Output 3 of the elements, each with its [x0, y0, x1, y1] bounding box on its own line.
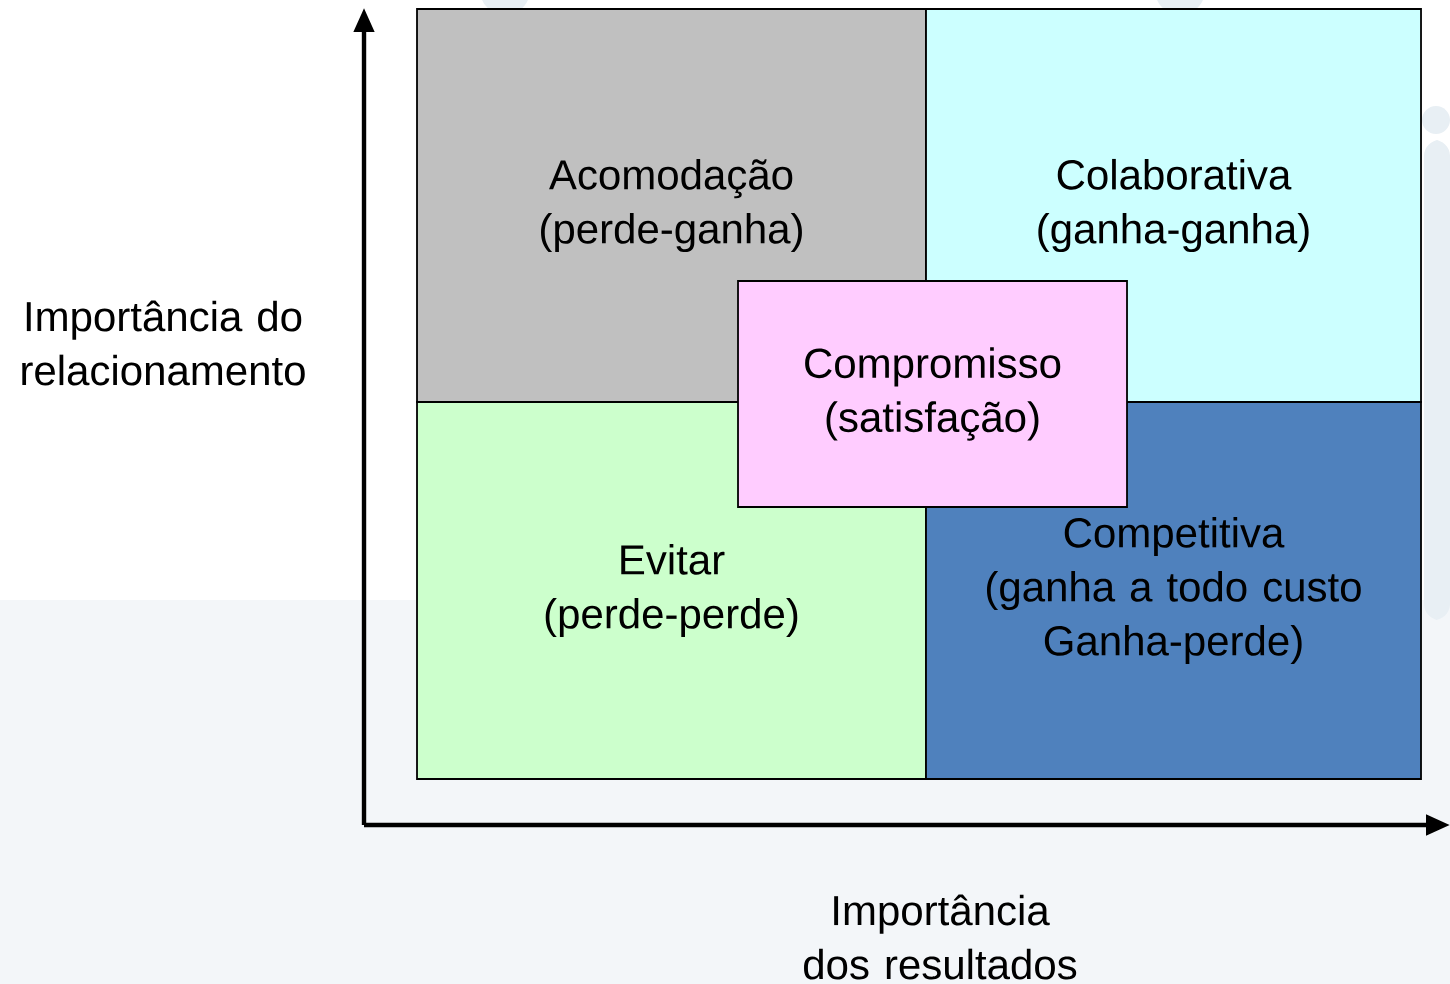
center-box: Compromisso (satisfação) — [737, 280, 1128, 508]
axis-label: Importância do relacionamento — [22, 300, 305, 386]
axis-label: Importância dos resultados — [804, 894, 1077, 980]
